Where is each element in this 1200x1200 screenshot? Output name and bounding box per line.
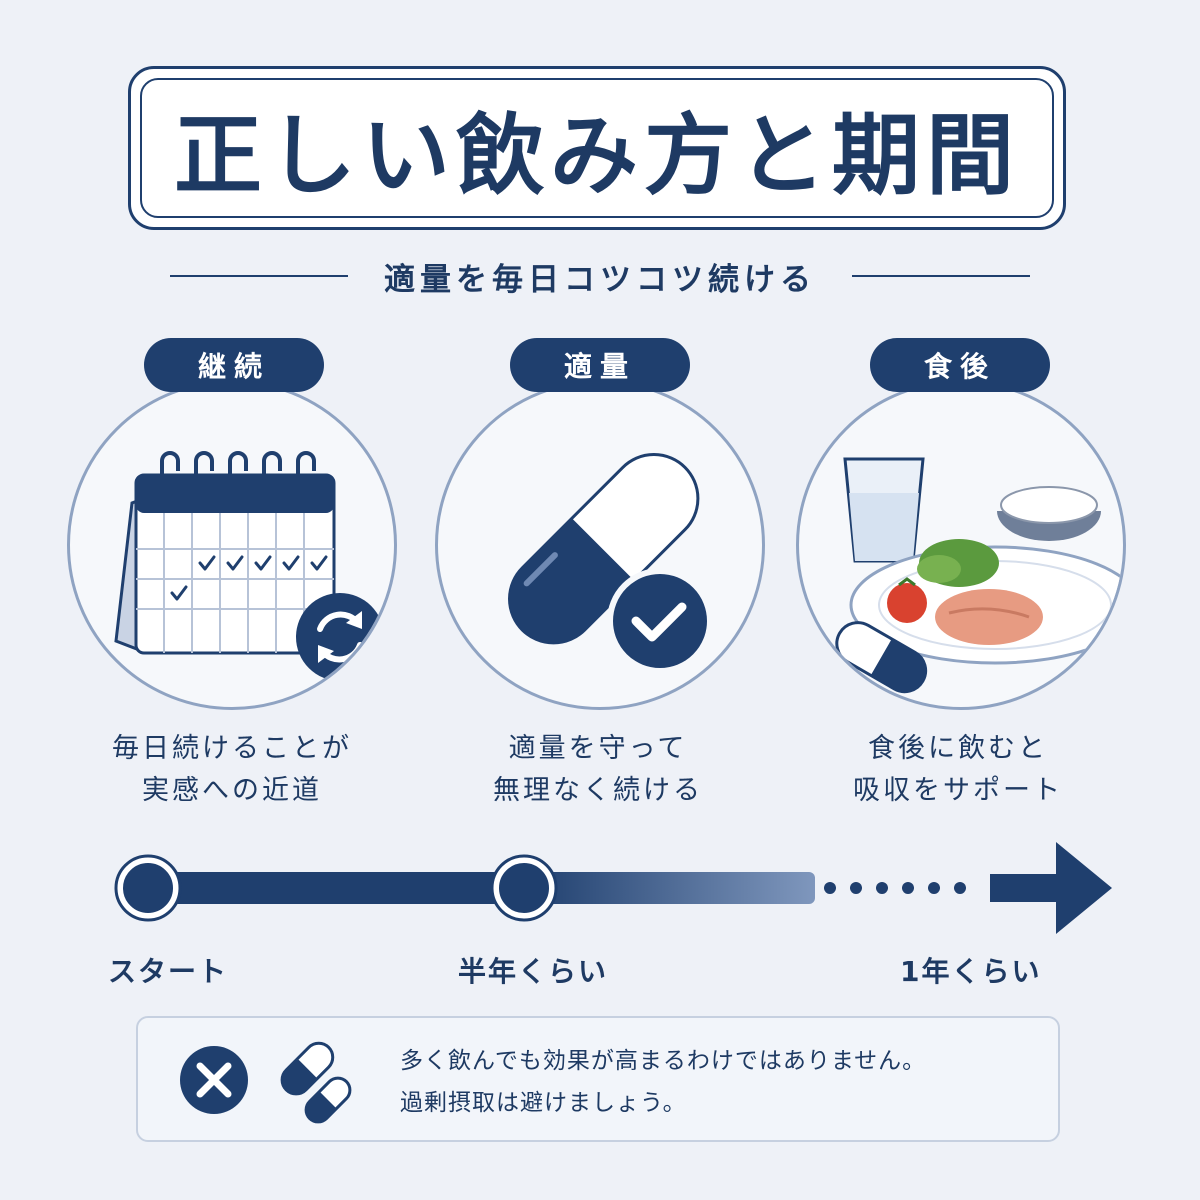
timeline-label-half-year: 半年くらい bbox=[458, 955, 609, 988]
timeline-dots bbox=[824, 882, 966, 894]
title-inner-frame: 正しい飲み方と期間 bbox=[140, 78, 1054, 218]
timeline-label-start: スタート bbox=[108, 955, 229, 988]
page-title: 正しい飲み方と期間 bbox=[173, 102, 1020, 207]
capsule-circle bbox=[435, 380, 765, 710]
title-frame: 正しい飲み方と期間 bbox=[128, 66, 1066, 230]
badge-continuation: 継続 bbox=[144, 338, 324, 392]
desc-line: 適量を守って bbox=[508, 733, 688, 764]
capsule-small-icon bbox=[280, 1041, 335, 1096]
timeline-bar-solid bbox=[148, 872, 528, 904]
check-icon bbox=[631, 602, 687, 642]
subtitle-left-rule bbox=[170, 275, 348, 277]
subtitle-row: 適量を毎日コツコツ続ける bbox=[170, 248, 1030, 304]
desc-line: 無理なく続ける bbox=[493, 775, 703, 806]
timeline-node-start bbox=[117, 857, 179, 919]
calendar-icon bbox=[114, 451, 384, 681]
timeline-arrow bbox=[990, 842, 1112, 934]
caution-text: 多く飲んでも効果が高まるわけではありません。 過剰摂取は避けましょう。 bbox=[400, 1040, 926, 1124]
desc-line: 吸収をサポート bbox=[853, 775, 1063, 806]
badge-proper-amount: 適量 bbox=[510, 338, 690, 392]
capsule-small-icon-2 bbox=[304, 1076, 352, 1124]
caution-box bbox=[136, 1016, 1060, 1142]
caution-line: 多く飲んでも効果が高まるわけではありません。 bbox=[400, 1048, 927, 1074]
card-continuation-desc: 毎日続けることが 実感への近道 bbox=[52, 728, 412, 812]
desc-line: 食後に飲むと bbox=[868, 733, 1048, 764]
timeline-bar-fade bbox=[525, 872, 815, 904]
caution-line: 過剰摂取は避けましょう。 bbox=[400, 1090, 687, 1116]
capsule-icon bbox=[508, 453, 713, 674]
badge-after-meal: 食後 bbox=[870, 338, 1050, 392]
timeline bbox=[114, 842, 1112, 934]
timeline-node-half-year bbox=[493, 857, 555, 919]
card-meal-desc: 食後に飲むと 吸収をサポート bbox=[778, 728, 1138, 812]
caution-icons bbox=[180, 1041, 352, 1124]
meal-icon bbox=[835, 457, 1123, 694]
desc-line: 実感への近道 bbox=[142, 775, 322, 806]
meal-circle bbox=[796, 380, 1126, 710]
calendar-circle bbox=[67, 380, 397, 710]
subtitle-right-rule bbox=[852, 275, 1030, 277]
timeline-label-one-year: 1年くらい bbox=[900, 955, 1042, 988]
card-amount-desc: 適量を守って 無理なく続ける bbox=[418, 728, 778, 812]
subtitle: 適量を毎日コツコツ続ける bbox=[384, 261, 816, 298]
desc-line: 毎日続けることが bbox=[112, 733, 352, 764]
